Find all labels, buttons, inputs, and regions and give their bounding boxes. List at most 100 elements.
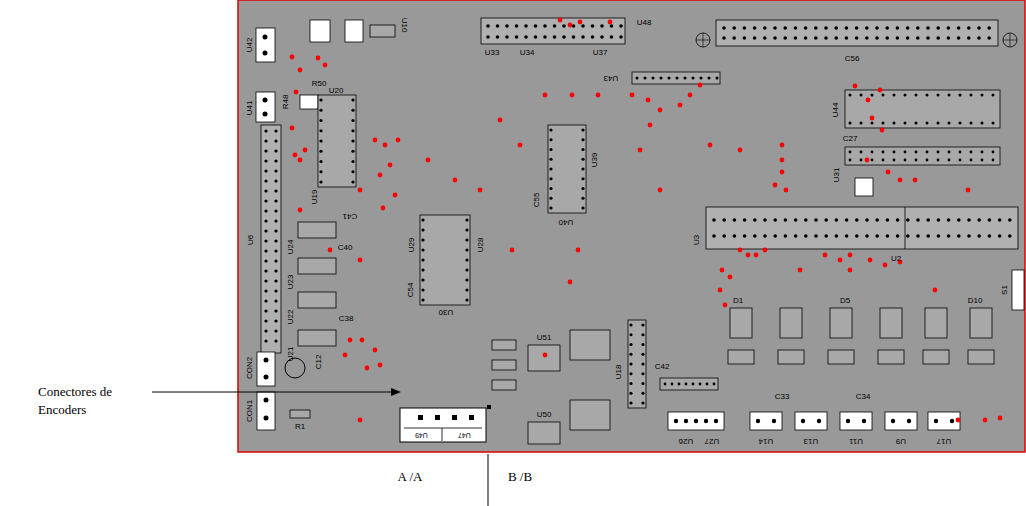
via	[780, 170, 785, 175]
pad	[865, 234, 869, 238]
pad	[849, 94, 852, 97]
pad	[713, 383, 716, 386]
pad	[524, 24, 528, 28]
terminal-connector	[668, 412, 724, 430]
pad	[641, 323, 644, 326]
pad	[264, 398, 269, 403]
via	[886, 170, 891, 175]
part-designator: R1	[295, 422, 305, 431]
pad	[896, 218, 900, 222]
via	[378, 173, 383, 178]
pad	[553, 35, 557, 39]
resistor	[492, 380, 516, 390]
connector-divider	[905, 207, 906, 249]
pad	[950, 419, 954, 423]
part-designator: U48	[637, 18, 652, 27]
via	[688, 93, 693, 98]
pad	[704, 419, 708, 423]
pad	[916, 26, 920, 30]
via	[290, 55, 295, 60]
pad	[967, 26, 971, 30]
pad	[641, 372, 644, 375]
via	[780, 158, 785, 163]
via	[738, 248, 743, 253]
pad	[629, 392, 632, 395]
part-designator: C27	[843, 134, 858, 143]
pad	[319, 180, 322, 183]
pad	[804, 36, 808, 40]
via	[746, 253, 751, 258]
dip-ic	[548, 125, 586, 213]
pad	[706, 383, 709, 386]
pad	[496, 35, 500, 39]
pad	[977, 26, 981, 30]
pad	[264, 375, 269, 380]
pad	[977, 36, 981, 40]
pad	[937, 159, 940, 162]
pad	[845, 36, 849, 40]
pad	[684, 419, 688, 423]
pad	[671, 383, 674, 386]
via	[880, 128, 885, 133]
via	[933, 288, 938, 293]
via	[365, 366, 370, 371]
ribbon-connector	[716, 20, 998, 46]
pad	[684, 77, 687, 80]
part-designator: U9	[896, 437, 906, 446]
resistor	[878, 350, 904, 364]
pad	[959, 94, 962, 97]
pad	[264, 249, 267, 252]
pad	[885, 26, 889, 30]
pad	[581, 158, 584, 161]
pad	[274, 319, 277, 322]
part-designator: C54	[406, 283, 415, 298]
divider-line	[488, 454, 489, 506]
pad	[743, 234, 747, 238]
pad	[988, 218, 992, 222]
via	[396, 138, 401, 143]
pad	[891, 419, 895, 423]
pad	[274, 149, 277, 152]
pad	[926, 94, 929, 97]
pad	[732, 36, 736, 40]
terminal-connector	[928, 412, 960, 430]
pad	[263, 51, 268, 56]
part-designator: U24	[286, 240, 295, 255]
pad	[465, 228, 468, 231]
ic	[570, 330, 610, 360]
pad	[264, 239, 267, 242]
pad	[947, 218, 951, 222]
via	[848, 268, 853, 273]
via	[298, 158, 303, 163]
pad	[763, 234, 767, 238]
pad	[264, 269, 267, 272]
pad	[264, 416, 269, 421]
pad	[421, 298, 424, 301]
pad	[660, 77, 663, 80]
pad	[948, 159, 951, 162]
via	[784, 188, 789, 193]
part-designator: U33	[485, 48, 500, 57]
pad	[824, 218, 828, 222]
pad	[274, 209, 277, 212]
via	[426, 158, 431, 163]
pad	[549, 197, 552, 200]
dip-ic	[845, 90, 1000, 128]
header-connector	[261, 125, 281, 353]
part-designator: U19	[310, 190, 319, 205]
pad	[421, 248, 424, 251]
pad	[274, 339, 277, 342]
pad	[937, 151, 940, 154]
capacitor	[298, 222, 336, 238]
part-designator: U2	[891, 254, 901, 263]
pad	[824, 26, 828, 30]
pad	[753, 234, 757, 238]
pad	[882, 159, 885, 162]
pad	[549, 187, 552, 190]
pad	[977, 234, 981, 238]
pad	[465, 248, 468, 251]
pad	[937, 122, 940, 125]
pad	[636, 77, 639, 80]
pad	[549, 138, 552, 141]
pad	[936, 26, 940, 30]
